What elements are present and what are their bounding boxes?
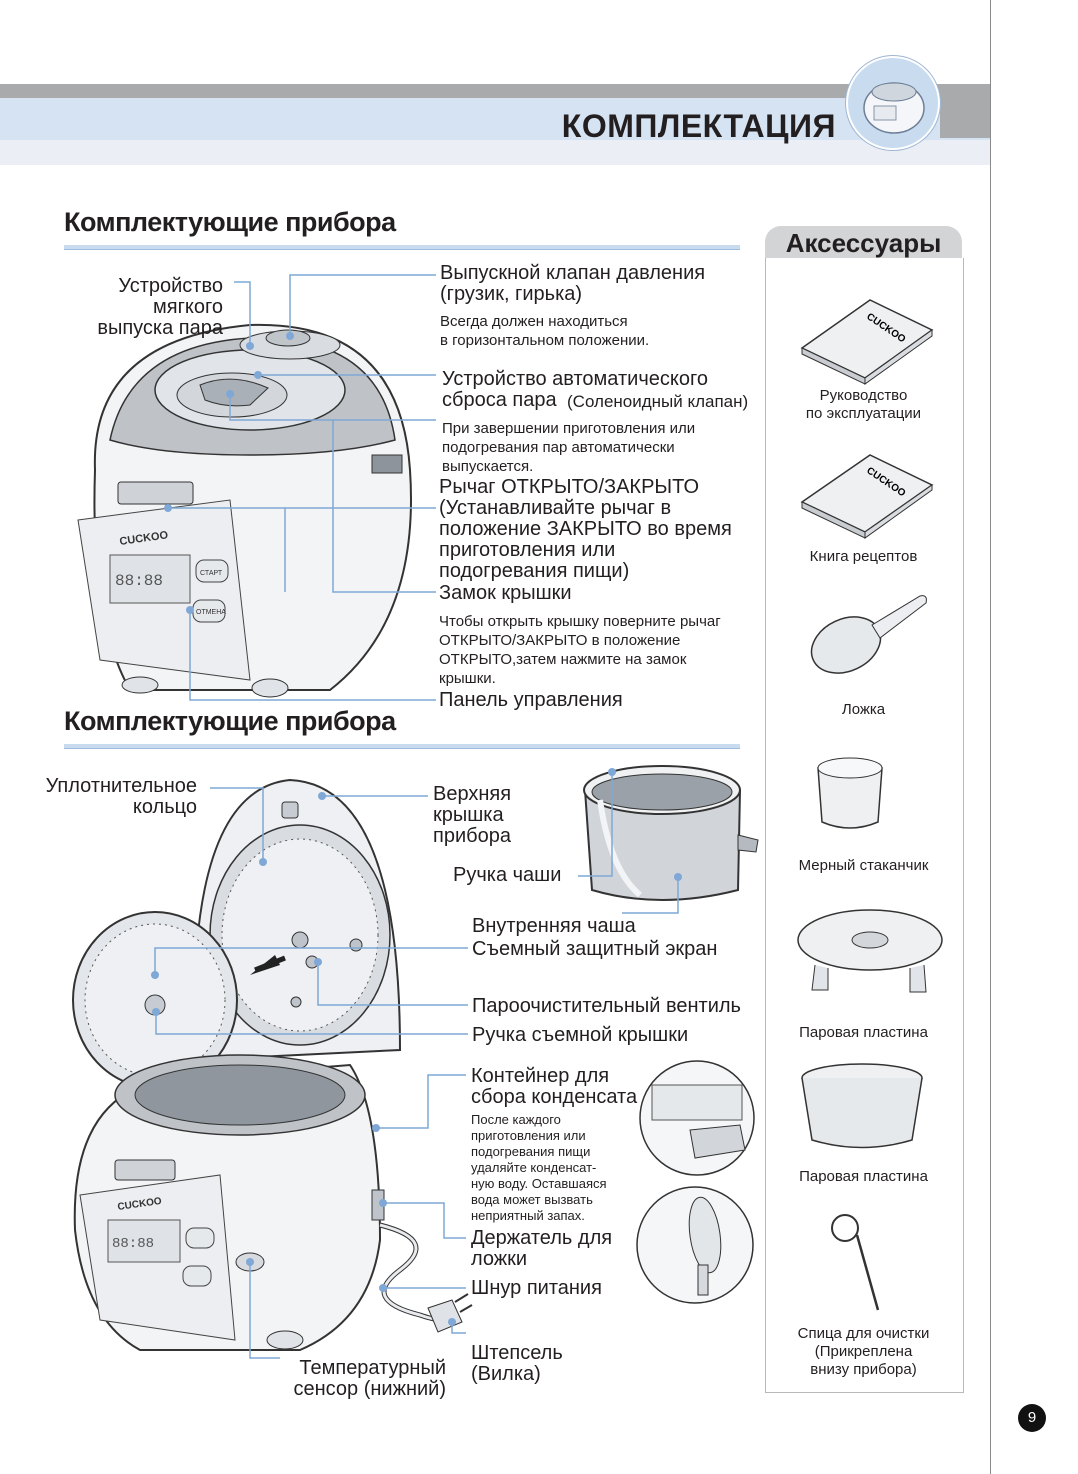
condensate-detail (639, 1060, 755, 1176)
steam-plate-flat (797, 909, 943, 993)
svg-text:СТАРТ: СТАРТ (200, 570, 223, 577)
note-lid-lock: Чтобы открыть крышку поверните рычаг ОТК… (439, 613, 721, 687)
label-lever: Рычаг ОТКРЫТО/ЗАКРЫТО (Устанавливайте ры… (439, 476, 732, 582)
label-lid-handle: Ручка съемной крышки (472, 1024, 689, 1046)
spoon-accessory (810, 595, 927, 674)
section-rule-top (64, 245, 740, 250)
section-rule-bottom (64, 744, 740, 749)
label-auto-release: Устройство автоматического сброса пара (442, 368, 708, 411)
svg-text:88:88: 88:88 (115, 572, 163, 590)
note-auto-release: При завершении приготовления или подогре… (442, 420, 696, 475)
accessory-label-steam-plate: Паровая пластина (799, 1024, 928, 1041)
label-auto-release-suffix: (Соленоидный клапан) (567, 392, 749, 411)
label-top-cover: Верхняя крышка прибора (433, 783, 512, 847)
label-control-panel: Панель управления (439, 689, 623, 711)
accessory-label-spoon: Ложка (841, 701, 886, 718)
inner-bowl-drawing (583, 765, 759, 901)
label-plug: Штепсель (Вилка) (471, 1342, 563, 1385)
accessory-label-recipe-book: Книга рецептов (809, 548, 918, 565)
rice-cooker-closed: 88:88 CUCKOO СТАРТ ОТМЕНА (77, 323, 412, 698)
accessory-label-steam-basket: Паровая пластина (799, 1168, 928, 1185)
note-condensate: После каждого приготовления или подогрев… (471, 1112, 607, 1223)
cleaning-pin (831, 1214, 880, 1311)
page-title: КОМПЛЕКТАЦИЯ (561, 108, 836, 144)
label-power-cord: Шнур питания (471, 1277, 602, 1299)
header-light-strip (0, 140, 990, 165)
page-edge-line (990, 0, 991, 1474)
steam-basket (801, 1063, 923, 1149)
label-spoon-holder: Держатель для ложки (471, 1227, 613, 1270)
svg-text:ОТМЕНА: ОТМЕНА (196, 609, 226, 616)
accessory-label-manual: Руководство по эксплуатации (805, 387, 922, 422)
rice-cooker-thumbnail (846, 56, 940, 150)
accessories-header (765, 226, 962, 258)
accessories-panel (765, 258, 964, 1393)
spoon-holder-detail (636, 1186, 754, 1304)
accessory-label-cup: Мерный стаканчик (798, 857, 929, 874)
rice-cooker-open: 88:88 CUCKOO (72, 778, 473, 1351)
label-seal-ring: Уплотнительное кольцо (45, 775, 197, 818)
svg-text:88:88: 88:88 (112, 1236, 154, 1252)
label-inner-bowl: Внутренняя чаша (472, 915, 636, 937)
header-right-block (940, 84, 990, 138)
measuring-cup (817, 757, 883, 829)
label-temp-sensor: Температурный сенсор (нижний) (293, 1357, 447, 1400)
label-shield: Съемный защитный экран (472, 938, 718, 960)
label-pressure-valve: Выпускной клапан давления (грузик, гирьк… (440, 262, 706, 305)
section-title-top: Комплектующие прибора (64, 207, 396, 237)
page-number: 9 (1018, 1404, 1046, 1432)
manual-book: CUCKOO (800, 299, 934, 385)
note-pressure-valve: Всегда должен находиться в горизонтально… (440, 313, 650, 349)
label-condensate: Контейнер для сбора конденсата (471, 1065, 638, 1108)
section-title-bottom: Комплектующие прибора (64, 706, 396, 736)
label-steam-vent: Пароочистительный вентиль (472, 995, 741, 1017)
label-bowl-handle: Ручка чаши (453, 864, 562, 886)
recipe-book: CUCKOO (800, 454, 934, 539)
label-soft-steam: Устройство мягкого выпуска пара (97, 275, 223, 339)
header-gray-bar (0, 84, 990, 98)
accessories-title: Аксессуары (785, 228, 942, 258)
accessory-label-cleaning-pin: Спица для очистки (Прикреплена внизу при… (797, 1325, 930, 1378)
label-lid-lock: Замок крышки (439, 582, 572, 604)
header-blue-band (0, 98, 990, 140)
